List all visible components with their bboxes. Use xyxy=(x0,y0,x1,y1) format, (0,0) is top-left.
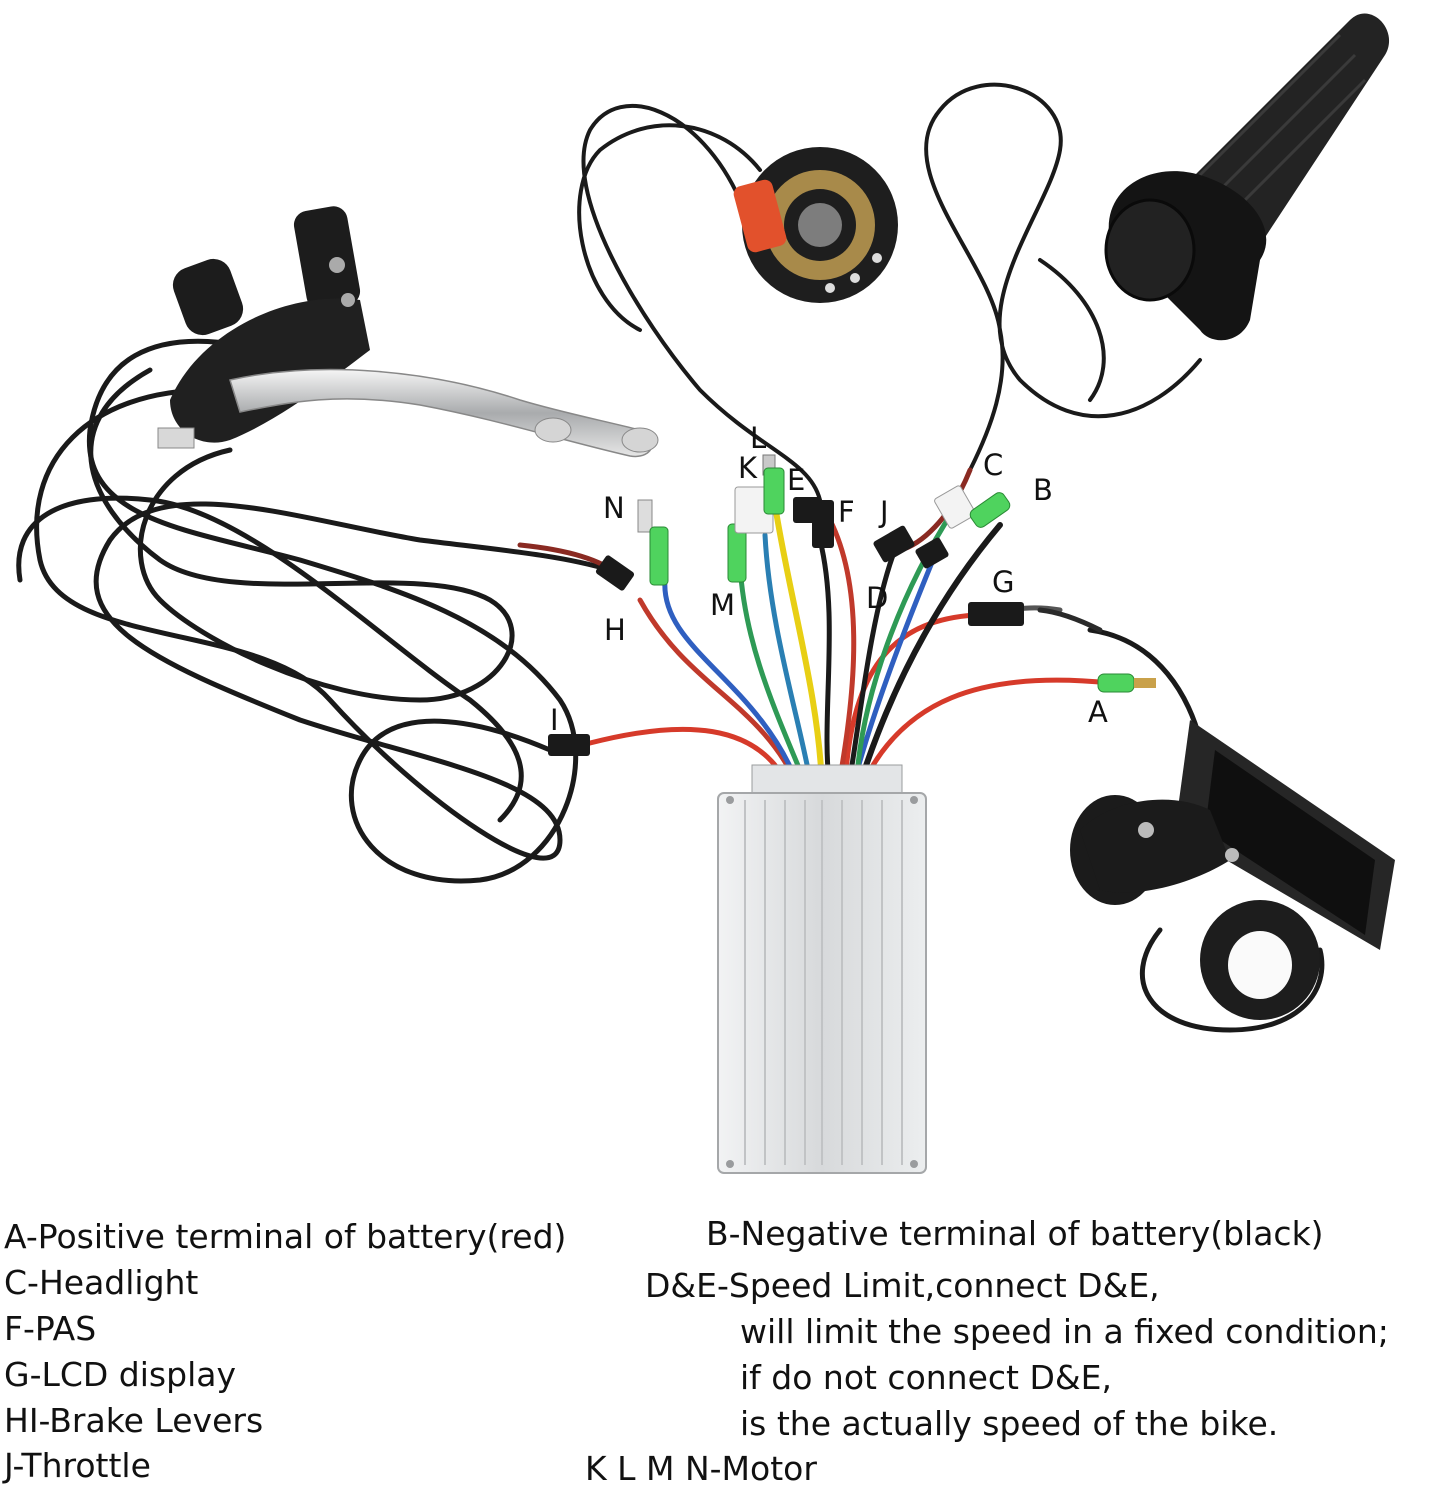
legend-b: B-Negative terminal of battery(black) xyxy=(706,1214,1324,1253)
legend-hi: HI-Brake Levers xyxy=(4,1401,264,1440)
legend-f: F-PAS xyxy=(4,1309,97,1348)
legend-de-4: is the actually speed of the bike. xyxy=(740,1404,1279,1443)
brake-lever xyxy=(157,206,659,458)
label-c: C xyxy=(983,448,1003,482)
throttle-grip xyxy=(1104,13,1390,341)
label-m: M xyxy=(710,588,735,622)
label-j: J xyxy=(878,495,889,529)
connectors xyxy=(548,454,1156,756)
connector-b-sleeve xyxy=(969,492,1011,528)
throttle-cable xyxy=(924,82,1202,472)
label-f: F xyxy=(838,495,855,529)
connector-i xyxy=(548,734,590,756)
controller-wires xyxy=(517,467,1113,793)
pas-sensor xyxy=(733,147,898,303)
label-k: K xyxy=(738,451,758,485)
pas-cable xyxy=(577,103,822,502)
connector-h xyxy=(595,555,635,591)
connector-c xyxy=(934,485,976,529)
legend-klmn: K L M N-Motor xyxy=(585,1449,817,1488)
connector-n-sleeve xyxy=(649,526,669,586)
label-i: I xyxy=(550,703,559,737)
label-b: B xyxy=(1033,473,1053,507)
connector-labels: A B C D E F G H I J K L M N xyxy=(550,421,1108,737)
connector-j2 xyxy=(915,537,949,569)
connector-l-sleeve xyxy=(763,467,785,515)
controller-box xyxy=(717,764,927,1174)
brake-cable-loops xyxy=(16,338,613,884)
connector-j xyxy=(873,525,915,563)
connector-n xyxy=(637,499,653,533)
lcd-display xyxy=(1070,720,1395,1020)
legend-g: G-LCD display xyxy=(4,1355,236,1394)
legend-de-2: will limit the speed in a fixed conditio… xyxy=(740,1312,1389,1351)
connector-a-terminal xyxy=(1134,678,1156,688)
legend-j: J-Throttle xyxy=(4,1446,151,1485)
connector-g xyxy=(968,602,1024,626)
label-d: D xyxy=(866,581,888,615)
label-g: G xyxy=(992,565,1014,599)
connector-a-sleeve xyxy=(1097,673,1135,693)
legend-c: C-Headlight xyxy=(4,1263,199,1302)
connector-f xyxy=(812,500,834,548)
label-a: A xyxy=(1088,695,1108,729)
label-l: L xyxy=(750,421,766,455)
legend-de: D&E-Speed Limit,connect D&E, xyxy=(645,1266,1160,1305)
legend-de-3: if do not connect D&E, xyxy=(740,1358,1112,1397)
wiring-diagram: A B C D E F G H I J K L M N xyxy=(16,13,1395,1174)
label-h: H xyxy=(604,613,626,647)
legend-a: A-Positive terminal of battery(red) xyxy=(4,1217,567,1256)
label-e: E xyxy=(787,463,805,497)
label-n: N xyxy=(603,491,625,525)
